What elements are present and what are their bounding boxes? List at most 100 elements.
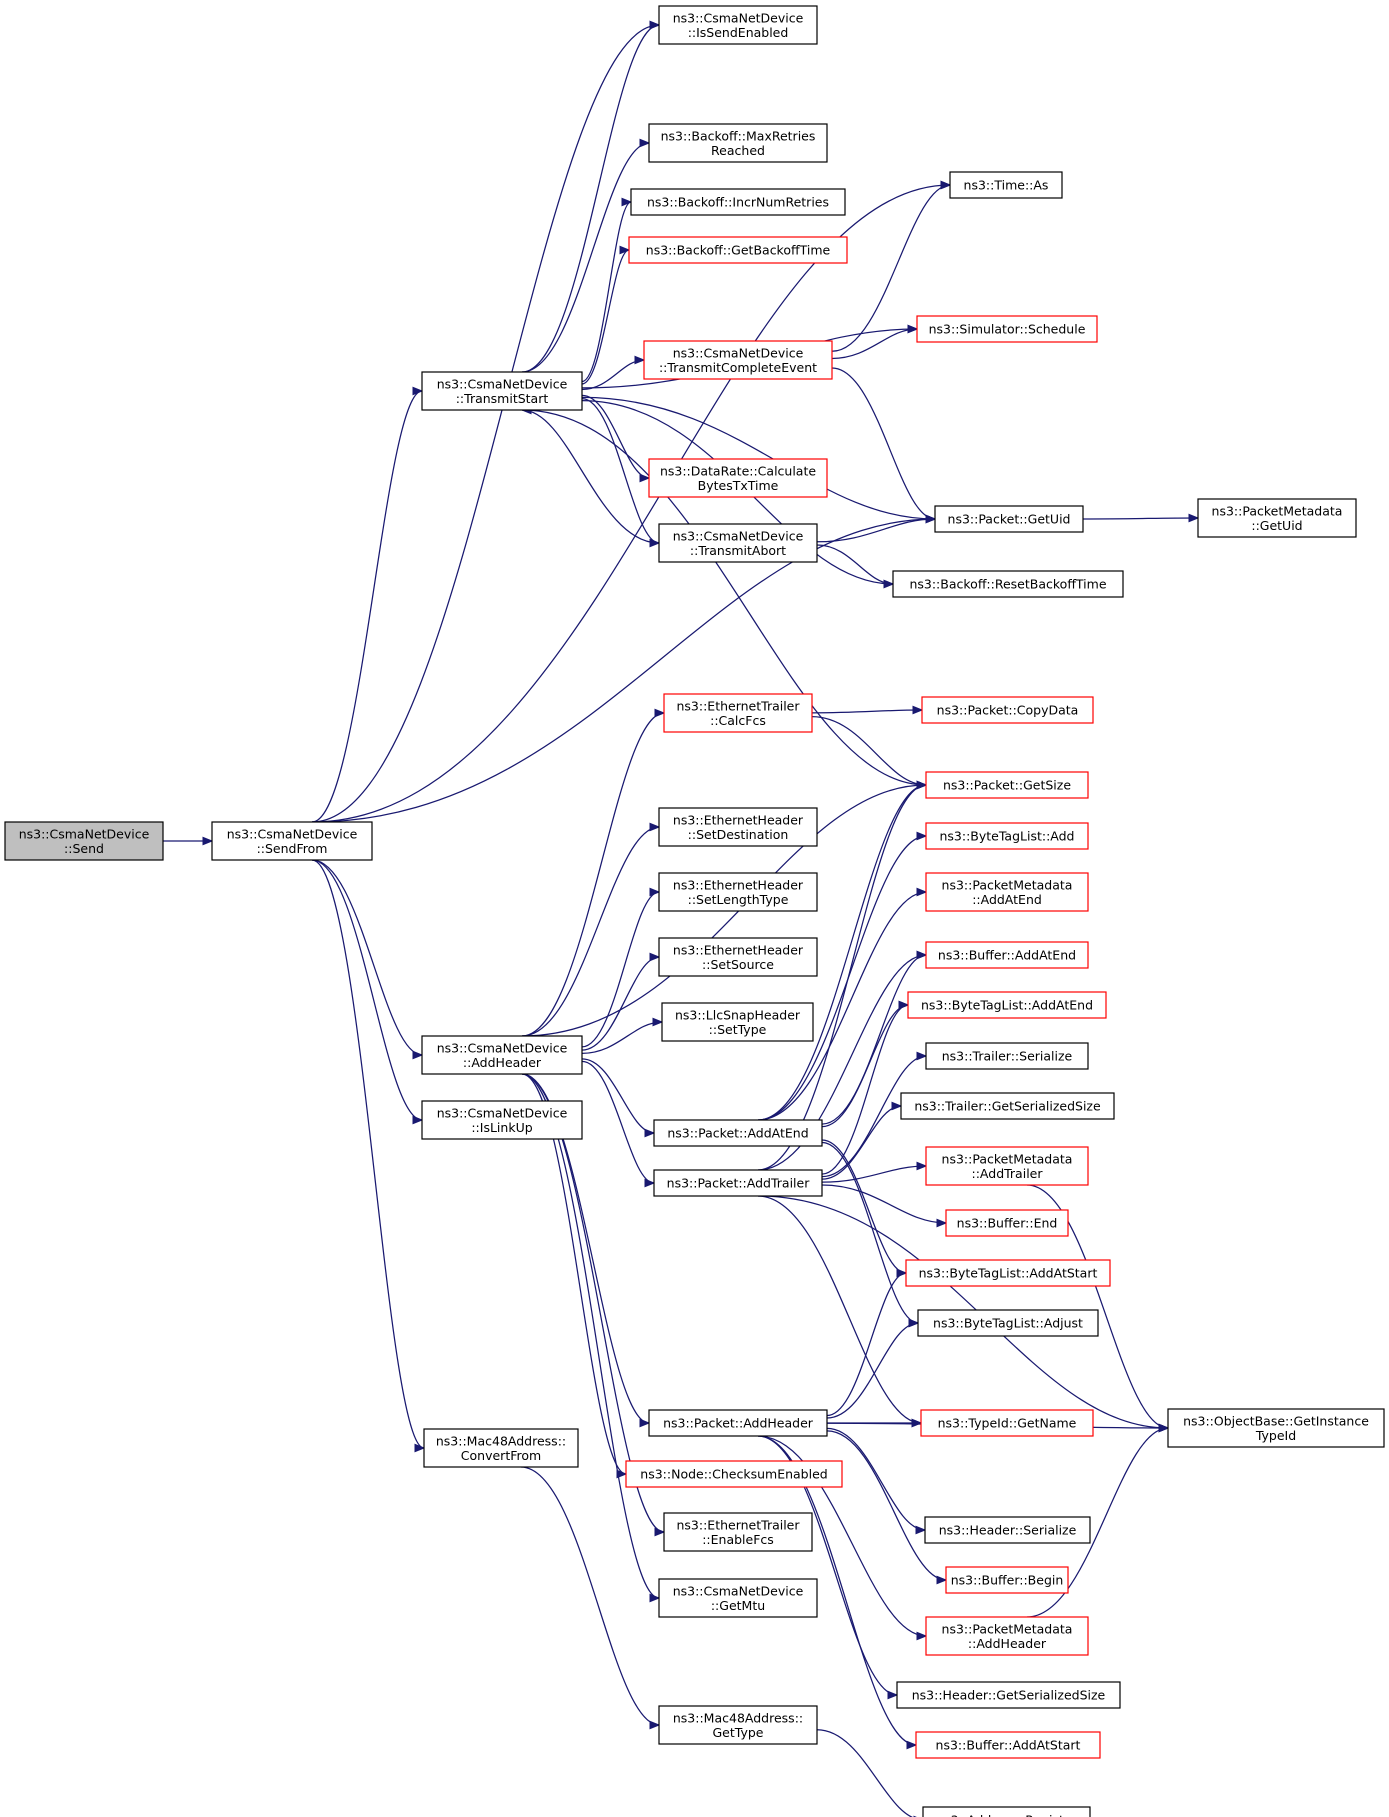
node-setDest[interactable]: ns3::EthernetHeader::SetDestination: [658, 807, 818, 847]
node-box: [421, 1035, 583, 1075]
edge-addHeader-to-getMtu: [521, 1073, 661, 1603]
node-getBackoffTime[interactable]: ns3::Backoff::GetBackoffTime: [628, 236, 848, 264]
function-nodes: ns3::CsmaNetDevice::Sendns3::CsmaNetDevi…: [4, 5, 1385, 1817]
node-box: [921, 696, 1094, 724]
node-addHeader[interactable]: ns3::CsmaNetDevice::AddHeader: [421, 1035, 583, 1075]
edge-addHeader-to-checksumEnabled: [521, 1073, 628, 1479]
node-label: ns3::PacketMetadata: [942, 1151, 1073, 1166]
node-headerSize[interactable]: ns3::Header::GetSerializedSize: [896, 1681, 1121, 1709]
node-metaAddAtEnd[interactable]: ns3::PacketMetadata::AddAtEnd: [925, 872, 1089, 912]
node-label: ns3::Trailer::GetSerializedSize: [914, 1099, 1101, 1114]
node-box: [1197, 498, 1357, 538]
node-macGetType[interactable]: ns3::Mac48Address::GetType: [658, 1705, 818, 1745]
node-label: ns3::Buffer::AddAtStart: [936, 1738, 1081, 1753]
node-trailerSerialize[interactable]: ns3::Trailer::Serialize: [925, 1042, 1089, 1070]
node-isLinkUp[interactable]: ns3::CsmaNetDevice::IsLinkUp: [421, 1100, 583, 1140]
node-label: ns3::CsmaNetDevice: [437, 1105, 568, 1120]
node-bufEnd[interactable]: ns3::Buffer::End: [945, 1209, 1069, 1237]
node-label: ns3::ObjectBase::GetInstance: [1183, 1413, 1369, 1428]
node-enableFcs[interactable]: ns3::EthernetTrailer::EnableFcs: [663, 1512, 813, 1552]
node-pktAddTrailer[interactable]: ns3::Packet::AddTrailer: [653, 1169, 823, 1197]
node-label: ::TransmitStart: [456, 391, 549, 406]
edge-pktAddHeader-to-headerSize: [757, 1435, 899, 1700]
node-label: ns3::ByteTagList::AddAtEnd: [921, 998, 1093, 1013]
node-btlAddAtEnd[interactable]: ns3::ByteTagList::AddAtEnd: [907, 991, 1107, 1019]
node-setLenType[interactable]: ns3::EthernetHeader::SetLengthType: [658, 872, 818, 912]
node-box: [925, 872, 1089, 912]
node-box: [924, 1516, 1091, 1544]
edge-sendFrom-to-isLinkUp: [311, 859, 424, 1125]
node-transmitAbort[interactable]: ns3::CsmaNetDevice::TransmitAbort: [658, 523, 818, 563]
edge-metaAddHeader-to-objGetTypeId: [1026, 1423, 1170, 1618]
node-setSource[interactable]: ns3::EthernetHeader::SetSource: [658, 937, 818, 977]
node-sendFrom[interactable]: ns3::CsmaNetDevice::SendFrom: [211, 821, 373, 861]
node-label: ::TransmitCompleteEvent: [659, 360, 817, 375]
edge-sendFrom-to-convertFrom: [311, 859, 426, 1453]
node-metaAddHeader[interactable]: ns3::PacketMetadata::AddHeader: [925, 1616, 1089, 1656]
node-label: ns3::Backoff::MaxRetries: [661, 128, 816, 143]
node-box: [925, 1616, 1089, 1656]
node-bufAddAtStart[interactable]: ns3::Buffer::AddAtStart: [915, 1731, 1101, 1759]
node-addrRegister[interactable]: ns3::Address::Register: [922, 1806, 1091, 1817]
node-btlAdjust[interactable]: ns3::ByteTagList::Adjust: [917, 1309, 1099, 1337]
node-label: ns3::Header::GetSerializedSize: [912, 1688, 1106, 1703]
edge-transmitAbort-to-transmitStart: [520, 405, 660, 544]
node-label: ::AddHeader: [968, 1636, 1047, 1651]
node-trailerSize[interactable]: ns3::Trailer::GetSerializedSize: [900, 1092, 1115, 1120]
node-pktAddHeader[interactable]: ns3::Packet::AddHeader: [648, 1409, 828, 1437]
node-box: [630, 188, 846, 216]
edge-addHeader-to-calcFcs: [521, 708, 666, 1037]
edge-transmitStart-to-maxRetries: [521, 138, 651, 373]
node-box: [648, 123, 828, 163]
node-isSendEnabled[interactable]: ns3::CsmaNetDevice::IsSendEnabled: [658, 5, 818, 45]
node-btlAddAtStart[interactable]: ns3::ByteTagList::AddAtStart: [905, 1259, 1111, 1287]
node-getMtu[interactable]: ns3::CsmaNetDevice::GetMtu: [658, 1578, 818, 1618]
node-box: [925, 941, 1089, 969]
node-box: [925, 1146, 1089, 1186]
edge-addHeader-to-setSource: [581, 952, 661, 1051]
node-pktAddAtEnd[interactable]: ns3::Packet::AddAtEnd: [653, 1119, 823, 1147]
node-label: ::SetDestination: [688, 827, 789, 842]
node-getSize[interactable]: ns3::Packet::GetSize: [925, 771, 1089, 799]
node-metaGetUid[interactable]: ns3::PacketMetadata::GetUid: [1197, 498, 1357, 538]
node-box: [658, 1705, 818, 1745]
node-timeAs[interactable]: ns3::Time::As: [949, 171, 1063, 199]
node-label: ns3::Packet::AddAtEnd: [667, 1126, 808, 1141]
edge-pktAddAtEnd-to-metaAddAtEnd: [757, 887, 928, 1121]
node-convertFrom[interactable]: ns3::Mac48Address::ConvertFrom: [423, 1428, 579, 1468]
node-transmitComplete[interactable]: ns3::CsmaNetDevice::TransmitCompleteEven…: [643, 340, 833, 380]
node-copyData[interactable]: ns3::Packet::CopyData: [921, 696, 1094, 724]
node-checksumEnabled[interactable]: ns3::Node::ChecksumEnabled: [625, 1460, 843, 1488]
node-label: ::AddAtEnd: [972, 892, 1042, 907]
node-label: ns3::CsmaNetDevice: [673, 10, 804, 25]
node-bufBegin[interactable]: ns3::Buffer::Begin: [945, 1566, 1069, 1594]
edge-pktAddHeader-to-btlAddAtStart: [826, 1268, 908, 1417]
node-label: ns3::Mac48Address::: [673, 1710, 803, 1725]
edge-sendFrom-to-pktGetUid: [311, 514, 937, 823]
node-label: ns3::Header::Serialize: [939, 1523, 1077, 1538]
node-schedule[interactable]: ns3::Simulator::Schedule: [916, 315, 1098, 343]
node-typeIdGetName[interactable]: ns3::TypeId::GetName: [920, 1409, 1094, 1437]
node-incrNumRetries[interactable]: ns3::Backoff::IncrNumRetries: [630, 188, 846, 216]
node-btlAdd[interactable]: ns3::ByteTagList::Add: [925, 822, 1089, 850]
node-label: ns3::CsmaNetDevice: [19, 826, 150, 841]
node-llcSetType[interactable]: ns3::LlcSnapHeader::SetType: [661, 1002, 814, 1042]
node-resetBackoff[interactable]: ns3::Backoff::ResetBackoffTime: [892, 570, 1124, 598]
node-box: [4, 821, 164, 861]
edge-pktAddAtEnd-to-btlAddAtStart: [821, 1139, 908, 1278]
node-label: ::IsLinkUp: [471, 1120, 532, 1135]
node-headerSerialize[interactable]: ns3::Header::Serialize: [924, 1516, 1091, 1544]
node-label: ::SetSource: [702, 957, 774, 972]
node-pktGetUid[interactable]: ns3::Packet::GetUid: [934, 505, 1084, 533]
edge-pktAddTrailer-to-bufEnd: [821, 1184, 948, 1228]
edge-convertFrom-to-macGetType: [520, 1466, 661, 1730]
node-bufAddAtEnd[interactable]: ns3::Buffer::AddAtEnd: [925, 941, 1089, 969]
node-box: [628, 236, 848, 264]
node-calcFcs[interactable]: ns3::EthernetTrailer::CalcFcs: [663, 693, 813, 733]
node-transmitStart[interactable]: ns3::CsmaNetDevice::TransmitStart: [421, 371, 583, 411]
node-label: ::SetType: [709, 1022, 767, 1037]
node-metaAddTrailer[interactable]: ns3::PacketMetadata::AddTrailer: [925, 1146, 1089, 1186]
